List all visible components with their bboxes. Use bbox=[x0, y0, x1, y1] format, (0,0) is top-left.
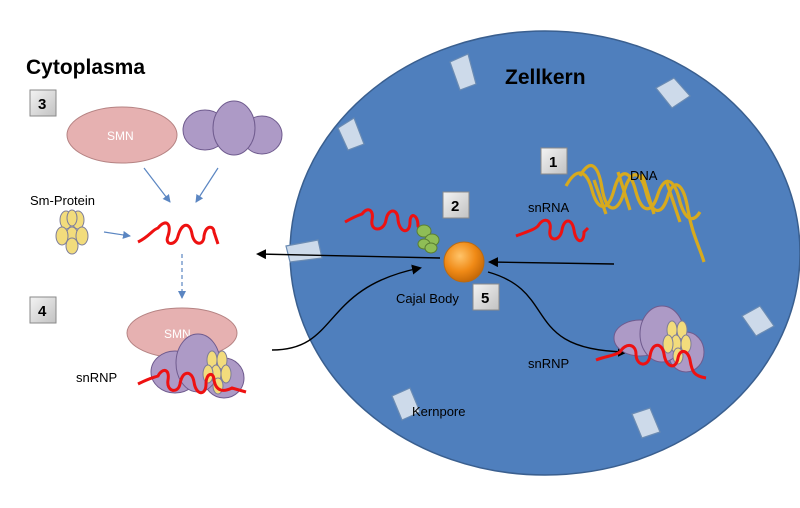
rna-strand-nucleus-left bbox=[344, 208, 426, 237]
step-box-4: 4 bbox=[29, 296, 57, 324]
smn-bottom-label: SMN bbox=[164, 327, 191, 341]
snrnp-complex-left: SMN bbox=[126, 307, 247, 399]
export-arrow bbox=[256, 249, 441, 260]
maturation-arrow bbox=[487, 271, 628, 357]
rna-strand-nucleus-right bbox=[515, 218, 590, 243]
step-5-label: 5 bbox=[481, 290, 489, 307]
smn-protein-top: SMN bbox=[66, 106, 178, 164]
dna-helix-icon bbox=[564, 164, 706, 263]
assembly-arrows bbox=[103, 167, 219, 299]
import-arrow bbox=[271, 264, 422, 351]
cajal-body-label: Cajal Body bbox=[396, 291, 459, 306]
cajal-body-sphere-icon bbox=[443, 241, 485, 283]
cytoplasm-title: Cytoplasma bbox=[26, 56, 145, 79]
step-box-5: 5 bbox=[472, 283, 500, 311]
step-box-3: 3 bbox=[29, 89, 57, 117]
nucleus bbox=[289, 30, 800, 476]
smn-top-label: SMN bbox=[107, 129, 134, 143]
transcription-arrow bbox=[488, 257, 615, 268]
step-box-1: 1 bbox=[540, 147, 568, 175]
nuclear-pore-icon bbox=[285, 53, 775, 439]
green-protein-icon bbox=[416, 224, 440, 254]
step-box-2: 2 bbox=[442, 191, 470, 219]
snrna-label: snRNA bbox=[528, 200, 570, 215]
kernpore-label: Kernpore bbox=[412, 404, 465, 419]
step-1-label: 1 bbox=[549, 154, 557, 171]
purple-protein-complex-icon bbox=[182, 100, 283, 156]
sm-protein-label: Sm-Protein bbox=[30, 193, 95, 208]
snrnp-left-label: snRNP bbox=[76, 370, 117, 385]
dna-label: DNA bbox=[630, 168, 658, 183]
step-3-label: 3 bbox=[38, 96, 46, 113]
sm-protein-icon bbox=[55, 209, 89, 255]
snrnp-right-label: snRNP bbox=[528, 356, 569, 371]
rna-strand-icon bbox=[137, 221, 220, 245]
step-2-label: 2 bbox=[451, 198, 459, 215]
step-4-label: 4 bbox=[38, 303, 47, 320]
nucleus-title: Zellkern bbox=[505, 66, 586, 89]
snrnp-complex-right bbox=[595, 305, 707, 380]
